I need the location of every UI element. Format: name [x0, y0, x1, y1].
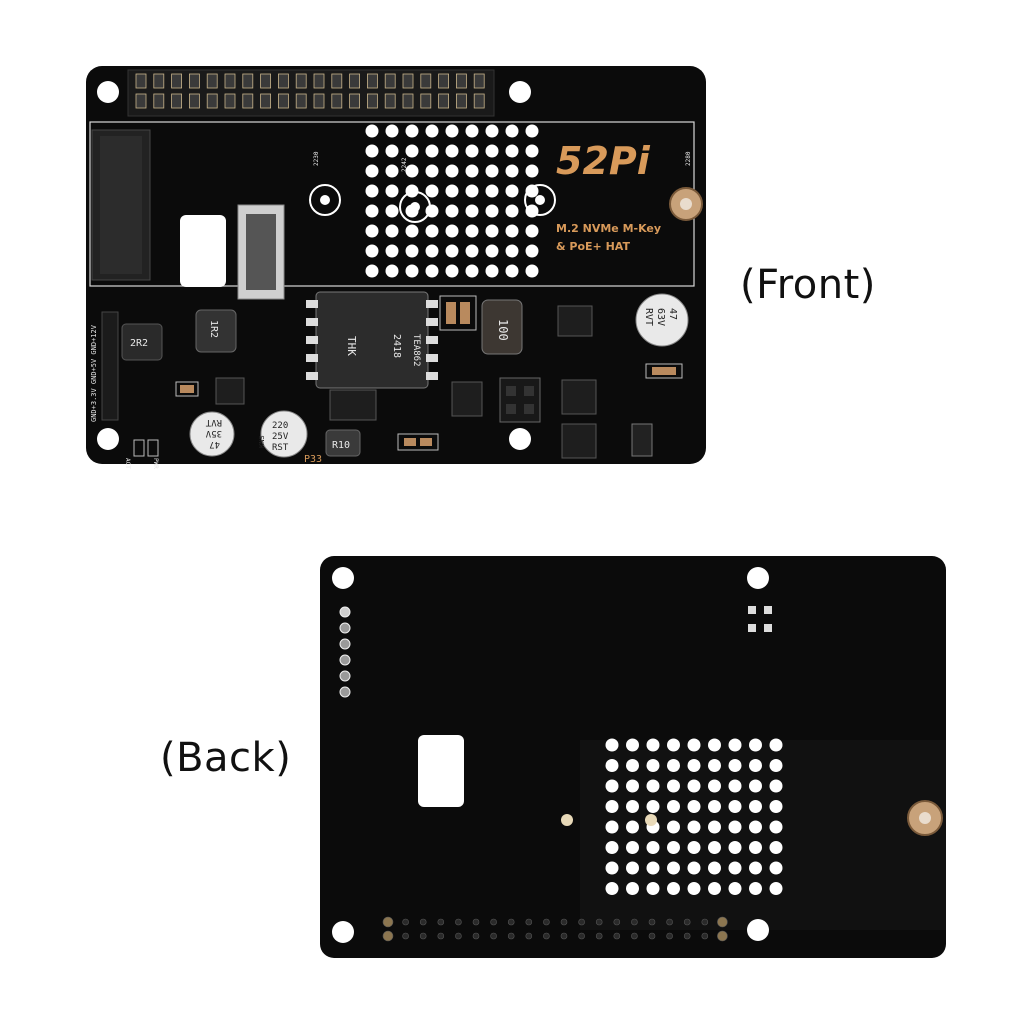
- mount-hole: [747, 919, 769, 941]
- inductor-1r2: [195, 309, 237, 353]
- ic-chip: [557, 305, 593, 337]
- mount-hole: [97, 428, 119, 450]
- capacitor-47-35v: [189, 411, 235, 457]
- power-header-labels: GND+3.3V GND+5V GND+12V: [90, 324, 98, 422]
- cap-right-label-3: RVT: [643, 308, 654, 326]
- transformer-label-2: 2418: [391, 334, 402, 358]
- power-header-pads: [339, 606, 351, 698]
- mount-hole: [332, 567, 354, 589]
- gpio-solder-pins: [382, 916, 728, 942]
- front-board: 2230 2242 2280 52Pi M.2 NVMe M-Key & PoE…: [86, 66, 706, 469]
- mount-hole: [97, 81, 119, 103]
- p33-label: P33: [304, 454, 322, 465]
- capacitor-47-63v: [635, 293, 689, 347]
- cap-mid-brand: KNS: [258, 435, 266, 448]
- m2-backside-area: [580, 740, 946, 930]
- mosfet: [561, 423, 597, 459]
- standoff-pad: [561, 814, 573, 826]
- act-led: [133, 439, 145, 457]
- back-board: [320, 556, 946, 958]
- transformer-label-1: THK: [345, 336, 358, 356]
- product-name-line1: M.2 NVMe M-Key: [556, 222, 661, 235]
- mount-hole: [509, 428, 531, 450]
- inductor-r10: [325, 429, 361, 457]
- inductor-r10-label: R10: [332, 440, 350, 451]
- act-label: ACT: [124, 458, 131, 469]
- cap-mid-label-1: 220: [272, 421, 288, 431]
- power-header: [101, 311, 119, 421]
- size-label-2230: 2230: [313, 151, 320, 166]
- m2-standoff-2242: [399, 191, 431, 223]
- m2-standoff-2260: [524, 184, 556, 216]
- back-caption: (Back): [160, 735, 292, 781]
- fan-header: [499, 377, 541, 423]
- cap-left-label-1: 47: [209, 439, 220, 449]
- cap-right-label-1: 47: [667, 308, 678, 320]
- gpio-header: [127, 69, 495, 117]
- vent-hole-grid: [605, 738, 783, 895]
- pwr-led: [147, 439, 159, 457]
- m2-standoff-2230: [309, 184, 341, 216]
- ic-chip: [215, 377, 245, 405]
- inductor-100-label: 100: [496, 319, 510, 341]
- standoff-pad: [645, 814, 657, 826]
- board-cutout: [180, 215, 226, 287]
- size-label-2280: 2280: [685, 151, 692, 166]
- mosfet: [329, 389, 377, 421]
- pwr-label: PWR: [152, 458, 159, 469]
- cap-left-label-2: 35V: [205, 428, 222, 438]
- cap-left-label-3: RVT: [205, 417, 222, 427]
- inductor-1r2-label: 1R2: [208, 320, 219, 338]
- resistor-group: [439, 295, 477, 331]
- mount-hole: [332, 921, 354, 943]
- transformer-label-3: TEA862: [411, 334, 421, 367]
- product-name-line2: & PoE+ HAT: [556, 240, 630, 253]
- diode: [631, 423, 653, 457]
- mount-hole: [509, 81, 531, 103]
- inductor-2r2-label: 2R2: [130, 338, 148, 349]
- cap-right-label-2: 63V: [655, 308, 666, 326]
- mosfet: [561, 379, 597, 415]
- capacitor-220-25v: [260, 410, 308, 458]
- inductor-2r2: [121, 323, 163, 361]
- vent-hole-grid: [365, 124, 539, 278]
- brand-logo: 52Pi: [556, 139, 651, 183]
- cap-mid-label-3: RST: [272, 443, 289, 453]
- inductor-100: [481, 299, 523, 355]
- front-caption: (Front): [740, 262, 876, 308]
- cap-mid-label-2: 25V: [272, 432, 289, 442]
- board-cutout: [418, 735, 464, 807]
- mount-hole: [747, 567, 769, 589]
- size-label-2242: 2242: [401, 157, 408, 172]
- ic-chip: [451, 381, 483, 417]
